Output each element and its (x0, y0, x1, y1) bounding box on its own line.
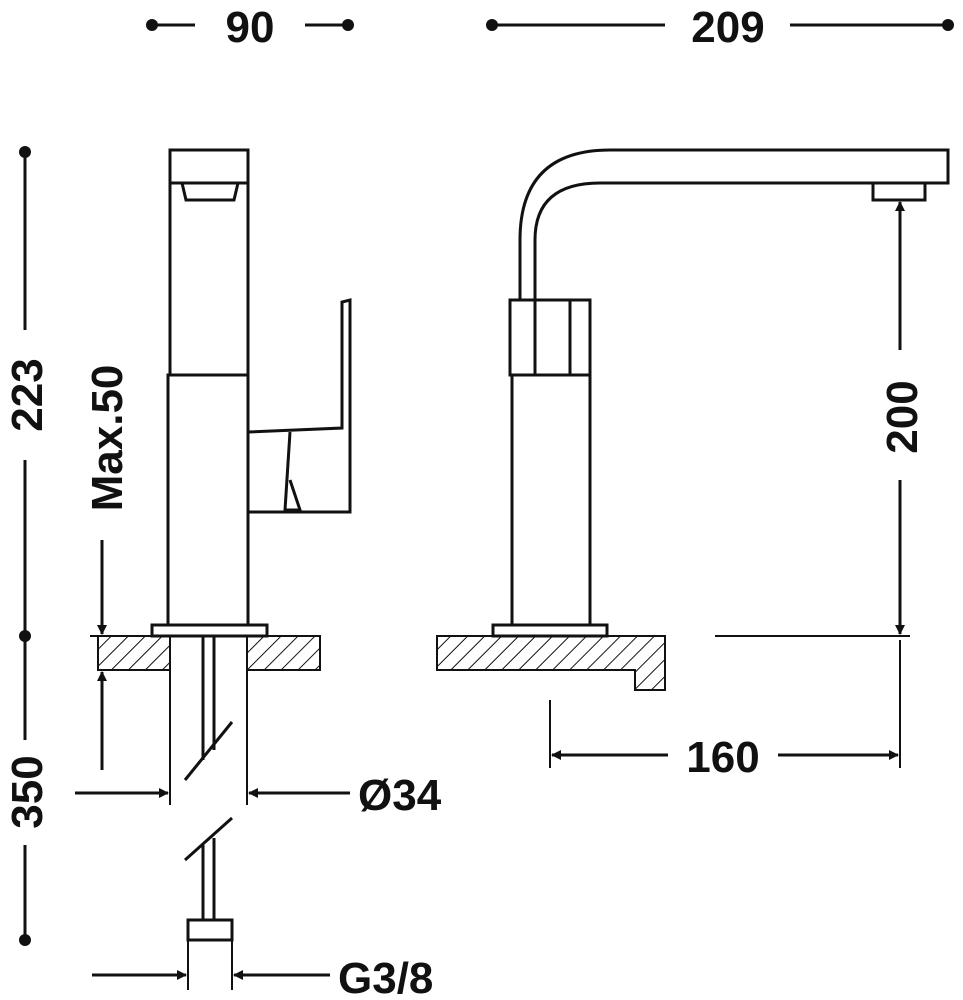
dimension-g3-8: G3/8 (92, 940, 433, 1000)
dimension-diameter-34: Ø34 (75, 670, 442, 820)
dimension-label-diameter-34: Ø34 (358, 771, 442, 820)
dimension-label-max-50: Max.50 (83, 365, 132, 512)
faucet-side-view (97, 148, 352, 942)
dimension-label-200: 200 (878, 380, 927, 453)
dimension-209: 209 (486, 3, 954, 52)
dimension-label-209: 209 (691, 3, 764, 52)
dimension-label-160: 160 (686, 733, 759, 782)
dimension-max-50: Max.50 (83, 365, 132, 770)
dimension-label-223: 223 (3, 358, 52, 431)
dimension-223-350: 223 350 (3, 146, 52, 946)
dimension-label-g3-8: G3/8 (338, 954, 433, 1000)
faucet-front-view (436, 148, 950, 691)
dimension-90: 90 (146, 3, 354, 52)
dimension-200: 200 (715, 201, 927, 637)
dimension-label-350: 350 (3, 755, 52, 828)
dimension-label-90: 90 (226, 3, 275, 52)
dimension-160: 160 (549, 640, 901, 782)
